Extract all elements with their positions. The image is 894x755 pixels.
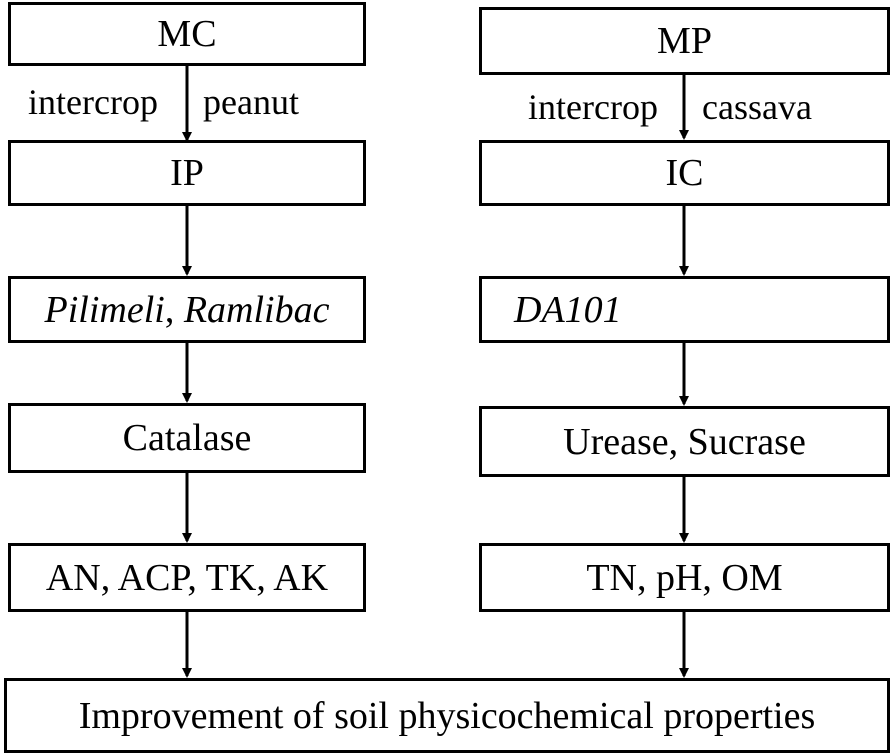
mp-label: MP: [657, 20, 712, 62]
outcome-label: Improvement of soil physicochemical prop…: [78, 694, 816, 737]
enzymes-right-label: Urease, Sucrase: [563, 420, 806, 463]
microbe-ramlibac: Ramlibac: [183, 288, 330, 331]
ic-label: IC: [665, 152, 704, 194]
microbe-pilimeli: Pilimeli: [44, 288, 165, 331]
right-edge-label-intercrop: intercrop: [528, 87, 658, 127]
properties-right-label: TN, pH, OM: [586, 556, 783, 599]
microbes-left-box: Pilimeli, Ramlibac: [8, 276, 366, 343]
catalase-box: Catalase: [8, 403, 366, 473]
right-edge-label-cassava: cassava: [702, 87, 812, 127]
properties-left-label: AN, ACP, TK, AK: [45, 556, 329, 599]
properties-left-box: AN, ACP, TK, AK: [8, 543, 366, 612]
mc-label: MC: [157, 13, 217, 55]
left-edge-label-peanut: peanut: [203, 82, 299, 122]
ic-box: IC: [479, 140, 890, 206]
enzymes-right-box: Urease, Sucrase: [479, 406, 890, 477]
mp-box: MP: [479, 7, 890, 75]
ip-label: IP: [170, 152, 204, 194]
catalase-label: Catalase: [122, 417, 252, 459]
microbes-right-box: DA101: [479, 276, 890, 343]
mc-box: MC: [8, 2, 366, 66]
microbe-da101: DA101: [514, 288, 622, 331]
left-edge-label-intercrop: intercrop: [28, 82, 158, 122]
microbe-separator: ,: [164, 288, 184, 331]
properties-right-box: TN, pH, OM: [479, 543, 890, 612]
outcome-box: Improvement of soil physicochemical prop…: [4, 678, 890, 753]
ip-box: IP: [8, 140, 366, 206]
